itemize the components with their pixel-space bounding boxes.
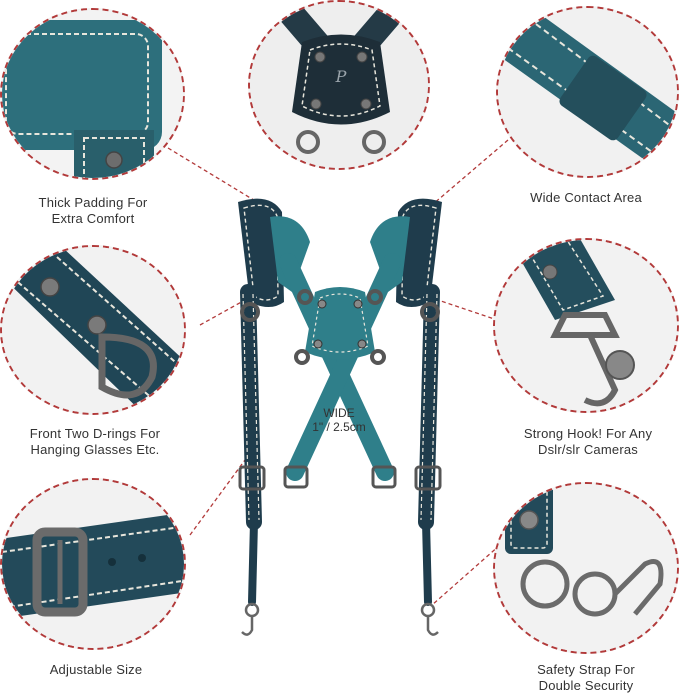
hook-closeup-image: [495, 240, 677, 411]
caption-front-drings-line1: Front Two D-rings For: [29, 426, 161, 441]
caption-thick-padding: Thick Padding For Extra Comfort: [8, 195, 178, 227]
svg-text:P: P: [335, 67, 347, 86]
caption-strong-hook-line1: Strong Hook! For Any: [523, 426, 653, 441]
width-label-line2: 1" / 2.5cm: [312, 420, 366, 434]
padding-closeup-image: [2, 10, 183, 178]
caption-adjustable-line1: Adjustable Size: [49, 662, 143, 677]
caption-safety-strap-line2: Double Security: [538, 678, 634, 693]
contact-area-closeup-image: [498, 8, 677, 176]
caption-adjustable: Adjustable Size: [8, 662, 184, 678]
backplate-closeup-image: P: [250, 2, 428, 168]
safety-strap-closeup-image: [495, 484, 677, 652]
contact-area-detail-circle: [496, 6, 679, 178]
caption-strong-hook-line2: Dslr/slr Cameras: [538, 442, 638, 457]
harness-main-image: [238, 198, 442, 636]
backplate-detail-circle: P: [248, 0, 430, 170]
padding-detail-circle: [0, 8, 185, 180]
caption-wide-contact-line1: Wide Contact Area: [530, 190, 642, 205]
caption-front-drings-line2: Hanging Glasses Etc.: [30, 442, 160, 457]
caption-safety-strap-line1: Safety Strap For: [537, 662, 635, 677]
buckle-detail-circle: [0, 478, 186, 650]
width-label: WIDE 1" / 2.5cm: [302, 406, 376, 434]
drings-closeup-image: [2, 247, 184, 413]
safety-strap-detail-circle: [493, 482, 679, 654]
buckle-closeup-image: [2, 480, 184, 648]
width-label-line1: WIDE: [323, 406, 355, 420]
caption-strong-hook: Strong Hook! For Any Dslr/slr Cameras: [500, 426, 676, 458]
caption-wide-contact: Wide Contact Area: [498, 190, 674, 206]
drings-detail-circle: [0, 245, 186, 415]
caption-thick-padding-line2: Extra Comfort: [51, 211, 135, 226]
caption-safety-strap: Safety Strap For Double Security: [498, 662, 674, 694]
caption-thick-padding-line1: Thick Padding For: [38, 195, 148, 210]
hook-detail-circle: [493, 238, 679, 413]
caption-front-drings: Front Two D-rings For Hanging Glasses Et…: [4, 426, 186, 458]
